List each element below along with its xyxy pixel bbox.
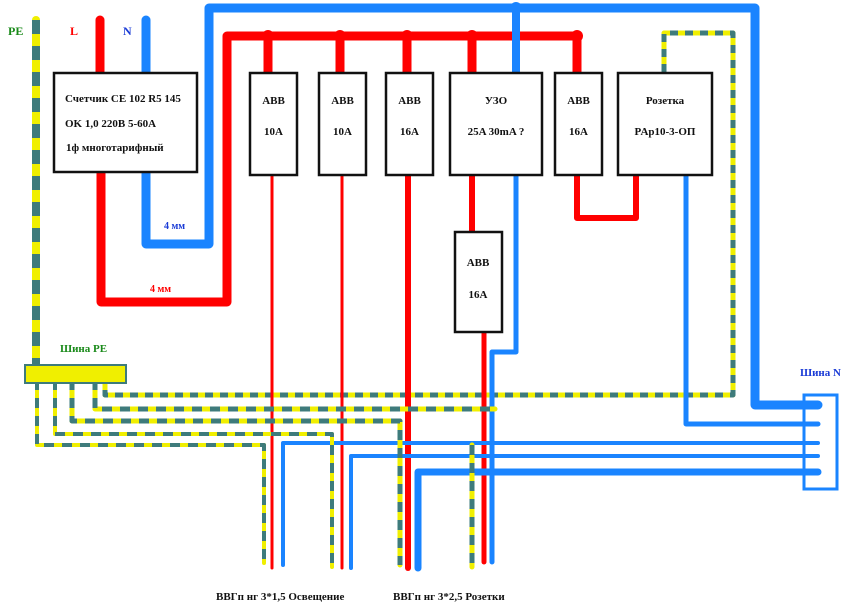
socket-pe-wire-green (102, 30, 736, 398)
pe-busbar (24, 364, 127, 384)
rcd-uzo-rating: 25A 30mA ? (468, 126, 525, 138)
neutral-junction-dot (510, 2, 522, 14)
breaker-abb-10a-1 (248, 71, 299, 177)
breaker-abb-16a-2-name: ABB (567, 95, 590, 107)
pe-socket-circuit-1-wire-green (69, 380, 403, 565)
rcd-breaker-rating: 16A (469, 289, 488, 301)
labels: PE L N Счетчик CE 102 R5 145 OK 1,0 220В… (8, 24, 841, 603)
lighting-cable-label: ВВГп нг 3*1,5 Освещение (216, 591, 344, 603)
phase-junction-dot (571, 30, 583, 42)
n-busbar (802, 393, 839, 491)
meter-line-3: 1ф многотарифный (66, 142, 164, 154)
devices: ABB 10A ABB 10A ABB 16A УЗО 25A 30mA ? ABB 16A Роз… (24, 71, 839, 491)
rcd-breaker-abb-16a (453, 230, 504, 334)
n-busbar-label: Шина N (800, 367, 841, 379)
phase-junction-dot (401, 30, 413, 42)
neutral-size-label: 4 мм (164, 221, 185, 232)
breaker-abb-10a-2-name: ABB (331, 95, 354, 107)
breaker-abb-16a-1-name: ABB (398, 95, 421, 107)
phase-size-label: 4 мм (150, 284, 171, 295)
socket-circuit-1-neutral (414, 468, 822, 572)
meter-line-2: OK 1,0 220В 5-60А (65, 118, 156, 130)
pe-light-circuit-1-wire-green (35, 380, 266, 563)
socket-rozetka-name: Розетка (646, 95, 685, 107)
socket-rozetka (616, 71, 714, 177)
pe-rcd-circuit-wire-green (92, 380, 495, 412)
phase-junction-dot (466, 30, 478, 42)
socket-rozetka-rating: PAp10-3-OП (635, 126, 696, 138)
sockets-cable-label: ВВГп нг 3*2,5 Розетки (393, 591, 505, 603)
breaker-abb-10a-2-rating: 10A (333, 126, 352, 138)
socket-phase-loop (574, 172, 639, 221)
n-label: N (123, 24, 132, 38)
rcd-breaker-name: ABB (467, 257, 490, 269)
l-label: L (70, 24, 78, 38)
breaker-abb-10a-1-rating: 10A (264, 126, 283, 138)
breaker-abb-10a-2 (317, 71, 368, 177)
meter-box (52, 71, 199, 174)
breaker-abb-16a-1-rating: 16A (400, 126, 419, 138)
breaker-abb-10a-1-name: ABB (262, 95, 285, 107)
rcd-uzo (448, 71, 544, 177)
socket-neutral-wire (683, 172, 821, 427)
wires (32, 2, 823, 572)
pe-label: PE (8, 24, 23, 38)
breaker-abb-16a-1 (384, 71, 435, 177)
pe-light-circuit-2-wire-green (53, 380, 334, 567)
meter-line-1: Счетчик CE 102 R5 145 (65, 93, 181, 105)
neutral-feed-wire (141, 3, 823, 410)
phase-junction-dot (262, 30, 274, 42)
light-circuit-2-neutral (349, 454, 820, 570)
breaker-abb-16a-2 (553, 71, 604, 177)
light-circuit-1-neutral (281, 441, 820, 567)
pe-busbar-label: Шина PE (60, 343, 107, 355)
phase-junction-dot (334, 30, 346, 42)
rcd-uzo-name: УЗО (485, 95, 508, 107)
breaker-abb-16a-2-rating: 16A (569, 126, 588, 138)
